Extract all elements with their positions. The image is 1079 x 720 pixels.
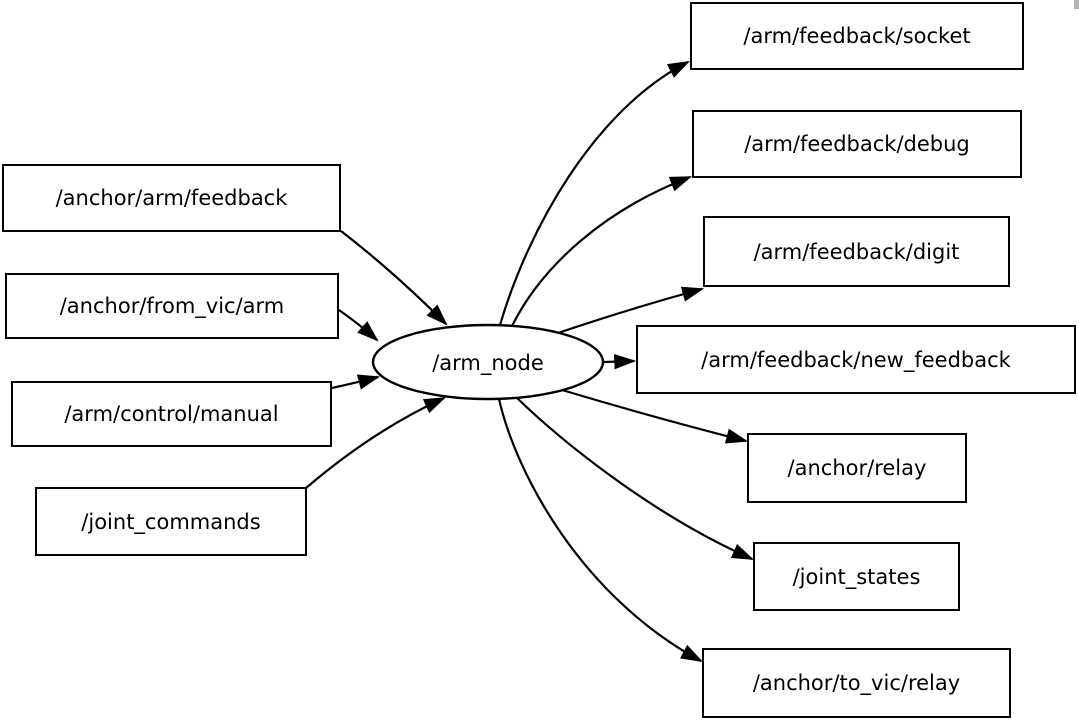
edge-arm-node-to-joint-states [515, 396, 755, 561]
topic-box-arm-feedback-socket: /arm/feedback/socket [690, 2, 1024, 70]
topic-box-arm-feedback-digit: /arm/feedback/digit [703, 216, 1010, 287]
screen-corner-artifact [1074, 0, 1079, 9]
edge-arm-control-manual-to-arm-node [331, 374, 381, 390]
edge-arm-node-to-arm-feedback-debug [511, 175, 693, 327]
topic-box-anchor-from-vic-arm: /anchor/from_vic/arm [5, 273, 339, 339]
topic-box-anchor-relay: /anchor/relay [747, 433, 967, 503]
edge-arm-node-to-anchor-relay [561, 388, 749, 444]
topic-box-anchor-arm-feedback: /anchor/arm/feedback [2, 164, 341, 232]
topic-box-arm-feedback-new-feedback: /arm/feedback/new_feedback [636, 325, 1076, 394]
arm-node-ellipse [371, 323, 605, 401]
edge-joint-commands-to-arm-node [305, 396, 447, 489]
edge-anchor-from-vic-arm-to-arm-node [338, 309, 379, 342]
topic-box-joint-commands: /joint_commands [35, 487, 307, 556]
edge-arm-node-to-arm-feedback-socket [498, 60, 690, 326]
topic-box-arm-control-manual: /arm/control/manual [11, 381, 332, 447]
arm-node-label: /arm_node [432, 351, 544, 376]
topic-box-arm-feedback-debug: /arm/feedback/debug [692, 110, 1022, 178]
edge-arm-node-to-arm-feedback-new-feedback [603, 353, 637, 370]
edge-arm-node-to-arm-feedback-digit [557, 286, 705, 335]
edge-anchor-arm-feedback-to-arm-node [340, 230, 448, 326]
topic-box-anchor-to-vic-relay: /anchor/to_vic/relay [702, 648, 1011, 718]
edge-arm-node-to-anchor-to-vic-relay [497, 398, 703, 663]
topic-box-joint-states: /joint_states [753, 542, 960, 611]
